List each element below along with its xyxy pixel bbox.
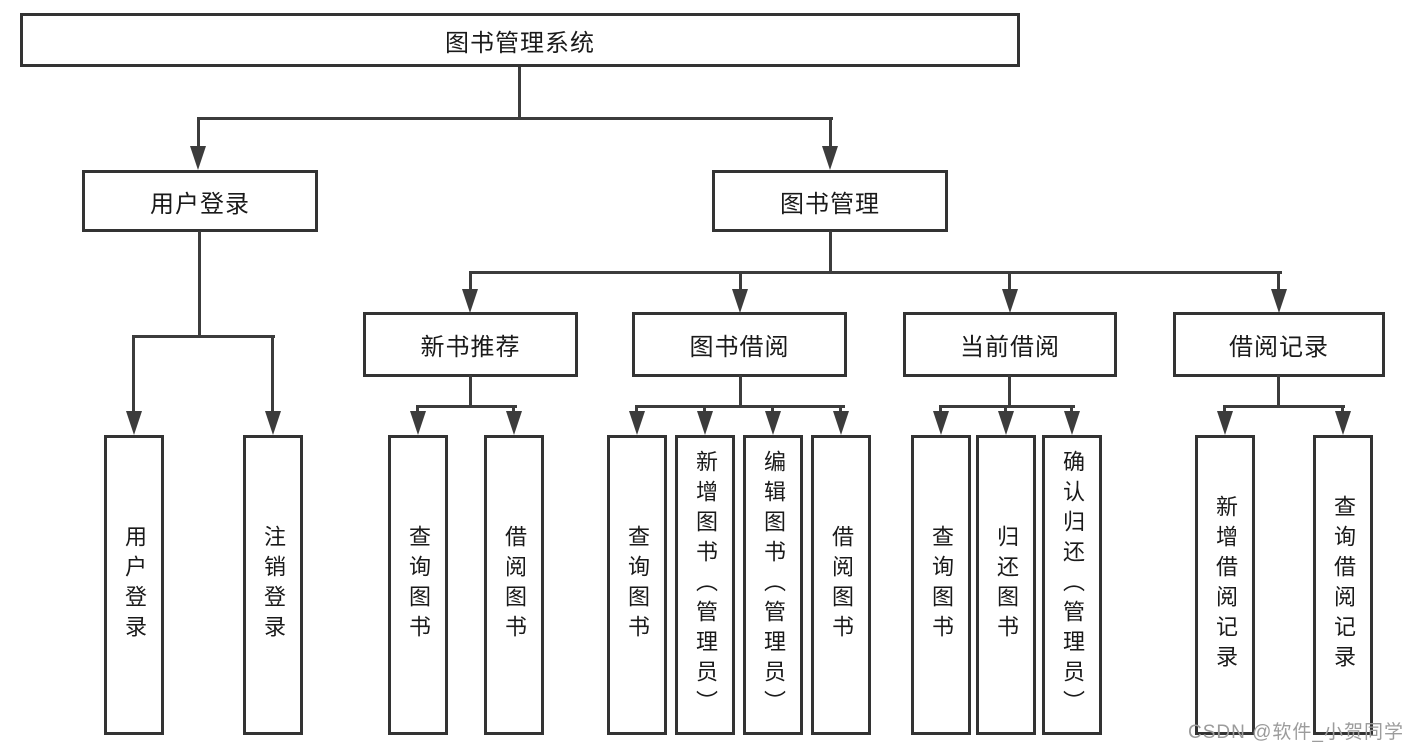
arrow-down-icon: [1217, 411, 1233, 435]
connector-line: [939, 405, 942, 414]
leaf-confirm-return-admin: 确认归还（管理员）: [1042, 435, 1102, 735]
node-book-borrow: 图书借阅: [632, 312, 847, 377]
leaf-add-books-admin: 新增图书（管理员）: [675, 435, 735, 735]
connector-line: [703, 405, 706, 414]
arrow-down-icon: [506, 411, 522, 435]
connector-line: [469, 375, 472, 408]
connector-line: [469, 271, 472, 293]
arrow-down-icon: [833, 411, 849, 435]
leaf-edit-books-admin: 编辑图书（管理员）: [743, 435, 803, 735]
leaf-borrow-books-recommend: 借阅图书: [484, 435, 544, 735]
connector-line: [635, 405, 638, 414]
leaf-borrow-books: 借阅图书: [811, 435, 871, 735]
connector-line: [197, 117, 833, 120]
arrow-down-icon: [1064, 411, 1080, 435]
connector-line: [1008, 271, 1011, 293]
connector-line: [1223, 405, 1226, 414]
connector-line: [1341, 405, 1344, 414]
leaf-query-books-borrow: 查询图书: [607, 435, 667, 735]
connector-line: [939, 405, 1075, 408]
leaf-add-borrow-record: 新增借阅记录: [1195, 435, 1255, 735]
connector-line: [771, 405, 774, 414]
arrow-down-icon: [629, 411, 645, 435]
connector-line: [416, 405, 517, 408]
arrow-down-icon: [1271, 289, 1287, 313]
connector-line: [739, 375, 742, 408]
connector-line: [1008, 375, 1011, 408]
arrow-down-icon: [697, 411, 713, 435]
node-borrow-records: 借阅记录: [1173, 312, 1385, 377]
arrow-down-icon: [765, 411, 781, 435]
node-user-login: 用户登录: [82, 170, 318, 232]
connector-line: [198, 231, 201, 338]
node-current-borrow: 当前借阅: [903, 312, 1117, 377]
connector-line: [739, 271, 742, 293]
connector-line: [518, 67, 521, 119]
connector-line: [132, 335, 275, 338]
connector-line: [839, 405, 842, 414]
connector-line: [1004, 405, 1007, 414]
arrow-down-icon: [265, 411, 281, 435]
leaf-query-books-current: 查询图书: [911, 435, 971, 735]
arrow-down-icon: [732, 289, 748, 313]
leaf-query-borrow-record: 查询借阅记录: [1313, 435, 1373, 735]
connector-line: [469, 271, 1282, 274]
arrow-down-icon: [1335, 411, 1351, 435]
leaf-query-books-recommend: 查询图书: [388, 435, 448, 735]
arrow-down-icon: [190, 146, 206, 170]
connector-line: [416, 405, 419, 414]
arrow-down-icon: [822, 146, 838, 170]
node-new-book-recommend: 新书推荐: [363, 312, 578, 377]
connector-line: [197, 117, 200, 150]
connector-line: [1223, 405, 1345, 408]
arrow-down-icon: [126, 411, 142, 435]
node-root: 图书管理系统: [20, 13, 1020, 67]
connector-line: [271, 335, 274, 415]
connector-line: [512, 405, 515, 414]
arrow-down-icon: [1002, 289, 1018, 313]
connector-line: [635, 405, 845, 408]
connector-line: [132, 335, 135, 415]
connector-line: [1277, 375, 1280, 408]
node-book-management: 图书管理: [712, 170, 948, 232]
arrow-down-icon: [933, 411, 949, 435]
connector-line: [1277, 271, 1280, 293]
connector-line: [1070, 405, 1073, 414]
arrow-down-icon: [998, 411, 1014, 435]
arrow-down-icon: [462, 289, 478, 313]
connector-line: [829, 231, 832, 274]
leaf-logout: 注销登录: [243, 435, 303, 735]
connector-line: [829, 117, 832, 150]
arrow-down-icon: [410, 411, 426, 435]
csdn-watermark: CSDN @软件_小贺同学: [1188, 722, 1404, 743]
leaf-return-books: 归还图书: [976, 435, 1036, 735]
leaf-user-login: 用户登录: [104, 435, 164, 735]
